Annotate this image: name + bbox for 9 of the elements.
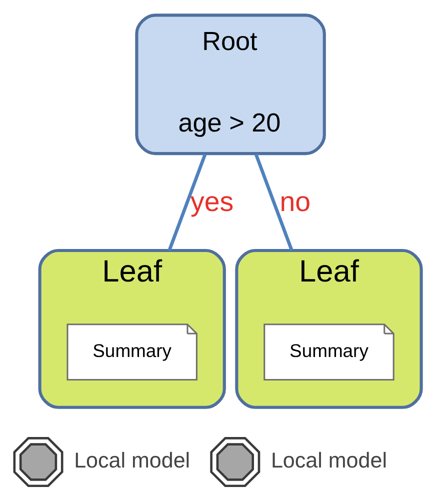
node-picture	[13, 437, 64, 487]
connector	[168, 153, 207, 252]
edge-label: yes	[190, 186, 234, 218]
node-label: Local model	[270, 448, 387, 473]
node-box: Root age > 20	[135, 14, 326, 156]
node-label: Local model	[74, 448, 190, 473]
node-picture	[210, 437, 260, 487]
connector	[254, 153, 294, 252]
edge-label: no	[280, 186, 311, 218]
